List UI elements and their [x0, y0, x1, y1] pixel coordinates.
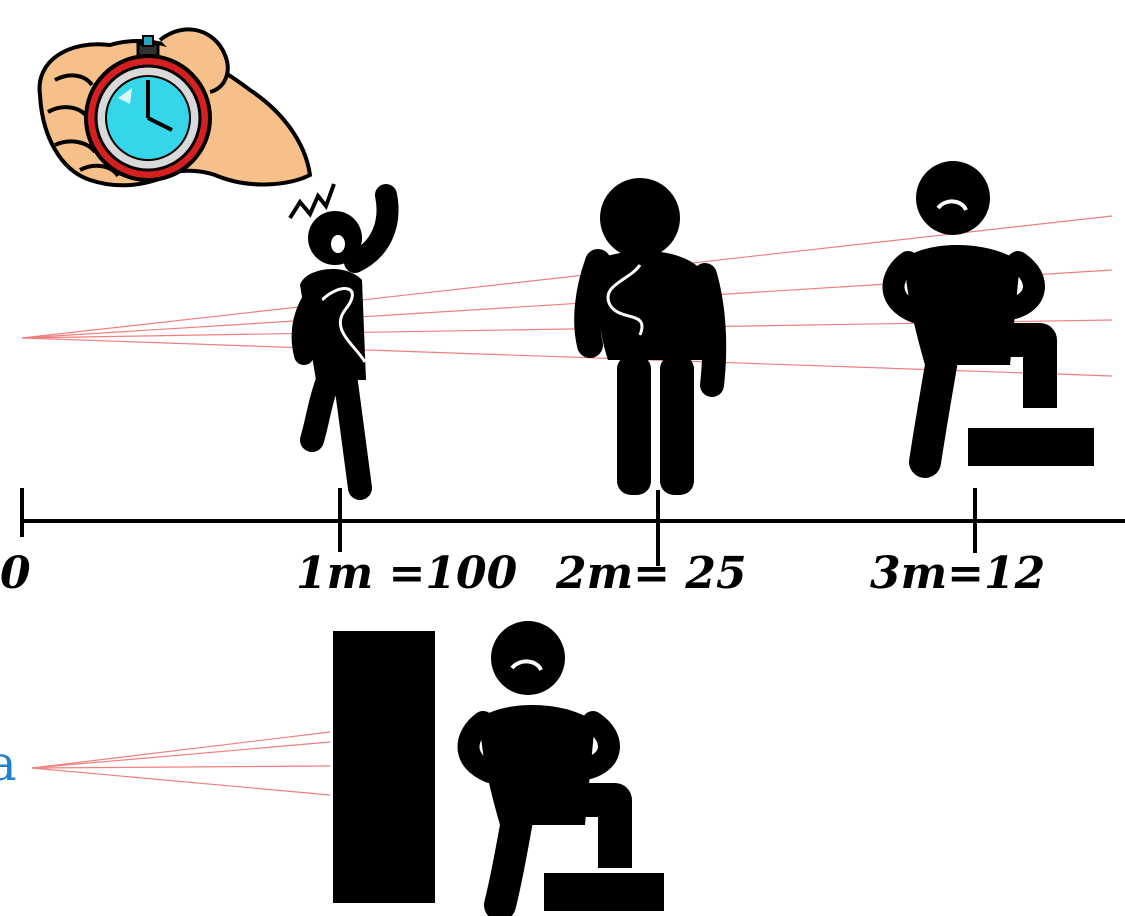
stepping-person-icon: [468, 621, 615, 905]
marker-2m-label: 2m= 25: [555, 548, 747, 599]
wall-block: [333, 631, 435, 903]
marker-3m-label: 3m=12: [870, 548, 1045, 599]
axis-origin-label: 0: [0, 548, 31, 599]
stepping-person-icon: [893, 161, 1040, 462]
side-letter-a: a: [0, 736, 17, 792]
step-block: [968, 428, 1094, 466]
standing-person-icon: [587, 178, 714, 495]
startled-person-icon: [290, 184, 388, 488]
light-rays-bottom: [32, 732, 330, 795]
marker-1m-label: 1m =100: [296, 548, 518, 599]
stopwatch-in-hand-icon: [40, 29, 310, 185]
step-block: [544, 873, 664, 911]
